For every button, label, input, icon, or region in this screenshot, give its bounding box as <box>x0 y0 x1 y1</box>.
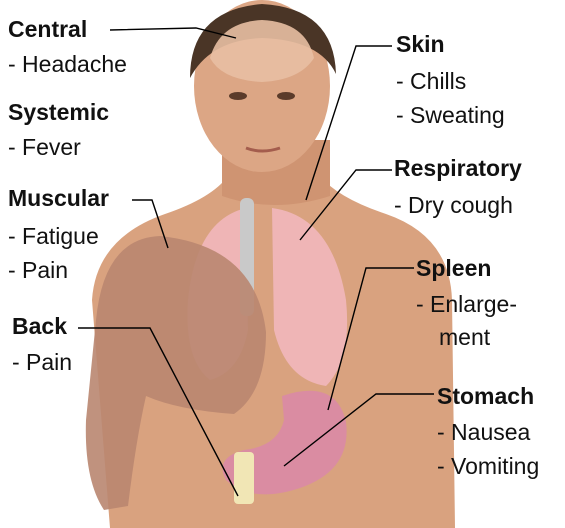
leader-line-respiratory <box>299 169 392 241</box>
muscular-item-2: - Pain <box>8 257 69 283</box>
skin-item-1: - Chills <box>396 68 467 94</box>
systemic-title: Systemic <box>8 99 110 125</box>
respiratory-item-1: - Dry cough <box>394 192 513 218</box>
leader-line-stomach <box>283 393 434 467</box>
skin-title: Skin <box>396 31 445 57</box>
central-item-1: - Headache <box>8 51 127 77</box>
muscular-title: Muscular <box>8 185 109 211</box>
spine-shape <box>234 452 254 504</box>
systemic-item-1: - Fever <box>8 134 81 160</box>
spleen-item-1: - Enlarge- <box>416 291 517 317</box>
back-title: Back <box>12 313 67 339</box>
stomach-item-1: - Nausea <box>437 419 531 445</box>
eye-right <box>277 92 295 100</box>
stomach-title: Stomach <box>437 383 535 409</box>
leader-line-back <box>78 327 239 497</box>
arm-muscle-shape <box>85 236 267 510</box>
mouth-shape <box>245 146 281 153</box>
spleen-item-2: ment <box>439 324 491 350</box>
respiratory-title: Respiratory <box>394 155 522 181</box>
muscular-item-1: - Fatigue <box>8 223 99 249</box>
spleen-title: Spleen <box>416 255 492 281</box>
leader-line-central <box>109 27 237 39</box>
stomach-item-2: - Vomiting <box>437 453 540 479</box>
leader-line-muscular <box>132 199 169 249</box>
back-item-1: - Pain <box>12 349 73 375</box>
skin-item-2: - Sweating <box>396 102 505 128</box>
hair-shape <box>190 4 336 78</box>
leader-line-spleen <box>327 267 414 411</box>
brain-shape <box>210 20 314 82</box>
lung-right <box>272 208 348 386</box>
eye-left <box>229 92 247 100</box>
central-title: Central <box>8 16 88 42</box>
leader-line-skin <box>305 45 392 201</box>
